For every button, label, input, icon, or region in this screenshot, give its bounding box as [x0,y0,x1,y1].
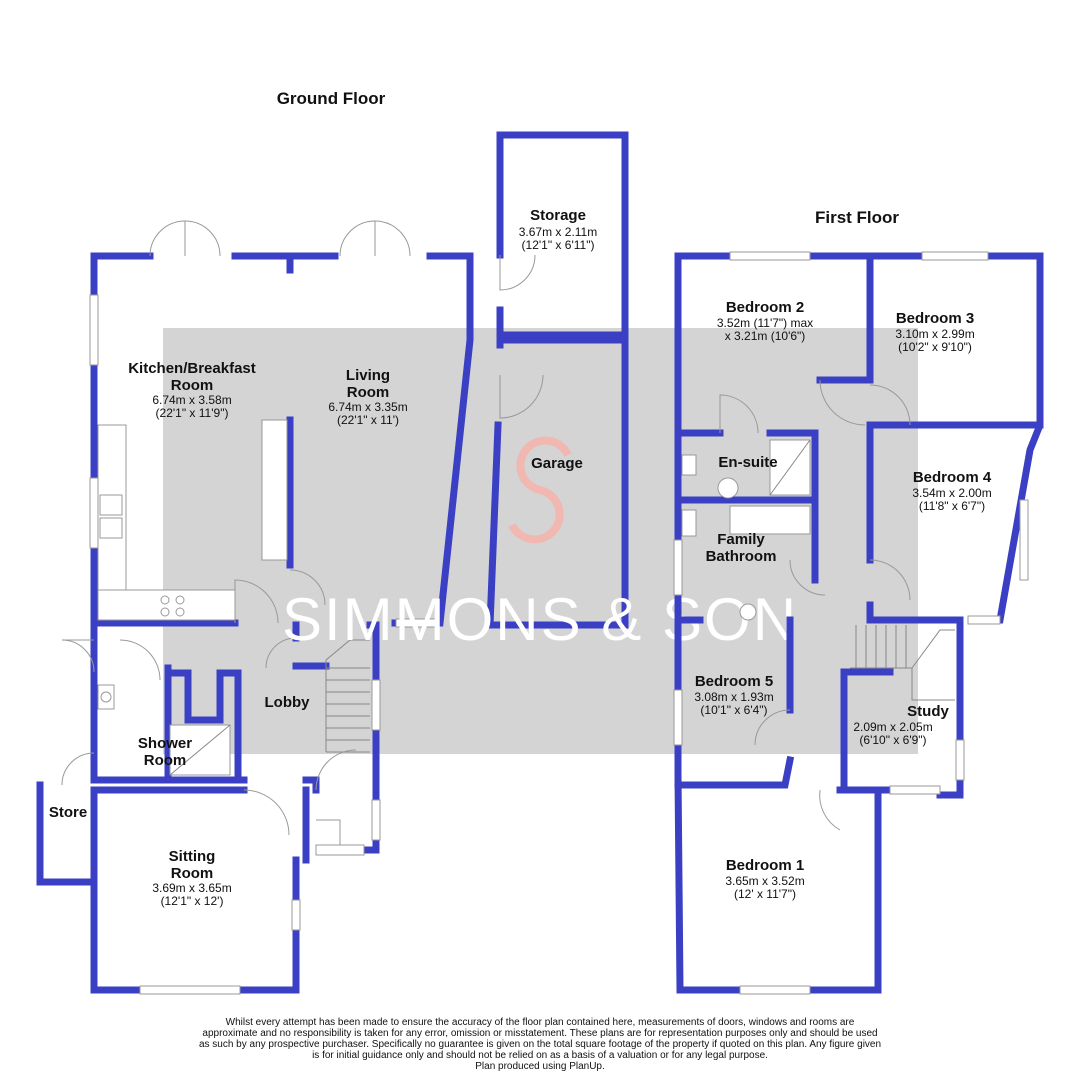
ground-floor-fixtures [61,220,572,995]
room-living-dim1: 6.74m x 3.35m [328,400,407,414]
room-bedroom3-name: Bedroom 3 [896,310,974,327]
room-bedroom3-dim2: (10'2" x 9'10") [898,340,972,354]
room-storage-dim1: 3.67m x 2.11m [519,225,597,239]
ground-floor-heading: Ground Floor [277,89,386,108]
room-kitchen-name2: Room [171,377,214,394]
first-floor-heading: First Floor [815,208,899,227]
room-shower-name: Shower [138,735,192,752]
room-bedroom3-dim1: 3.10m x 2.99m [895,327,974,341]
room-lobby-name: Lobby [265,694,311,711]
room-store-name: Store [49,804,87,821]
room-storage-name: Storage [530,207,586,224]
room-bedroom1-dim2: (12' x 11'7") [734,887,796,901]
disclaimer-line: Whilst every attempt has been made to en… [225,1017,855,1028]
room-ensuite-name: En-suite [718,454,777,471]
room-sitting-dim2: (12'1" x 12') [161,894,224,908]
first-floor-fixtures [673,251,1029,995]
room-bedroom4-name: Bedroom 4 [913,469,992,486]
room-bedroom1-dim1: 3.65m x 3.52m [725,874,804,888]
room-living-dim2: (22'1" x 11') [337,413,399,427]
room-bedroom5-dim2: (10'1" x 6'4") [700,703,767,717]
first-floor-labels: Bedroom 2 3.52m (11'7") max x 3.21m (10'… [694,299,992,901]
room-shower-name2: Room [144,752,187,769]
room-sitting-name: Sitting [169,848,216,865]
room-living-name: Living [346,367,390,384]
room-kitchen-dim1: 6.74m x 3.58m [152,393,231,407]
room-bedroom5-dim1: 3.08m x 1.93m [694,690,773,704]
room-bedroom2-dim2: x 3.21m (10'6") [725,329,806,343]
disclaimer-line: as such by any prospective purchaser. Sp… [198,1039,882,1050]
logo-mark [508,436,572,544]
room-family-bathroom-name: Family [717,531,765,548]
room-bedroom1-name: Bedroom 1 [726,857,804,874]
disclaimer-line: Plan produced using PlanUp. [475,1061,605,1072]
watermark-text: SIMMONS & SON [282,586,798,653]
ground-floor-walls [36,131,629,994]
room-study-name: Study [907,703,949,720]
room-sitting-dim1: 3.69m x 3.65m [152,881,231,895]
room-study-dim2: (6'10" x 6'9") [859,733,926,747]
room-bedroom4-dim1: 3.54m x 2.00m [912,486,991,500]
room-sitting-name2: Room [171,865,214,882]
room-study-dim1: 2.09m x 2.05m [853,720,932,734]
disclaimer-line: approximate and no responsibility is tak… [202,1028,878,1039]
ground-floor-labels: Storage 3.67m x 2.11m (12'1" x 6'11") Ki… [49,207,597,908]
room-bedroom2-dim1: 3.52m (11'7") max [717,316,813,330]
first-floor-walls [674,252,1044,994]
room-kitchen-dim2: (22'1" x 11'9") [156,406,229,420]
room-bedroom2-name: Bedroom 2 [726,299,804,316]
room-living-name2: Room [347,384,390,401]
disclaimer-line: is for initial guidance only and should … [312,1050,768,1061]
room-storage-dim2: (12'1" x 6'11") [522,238,595,252]
room-kitchen-name: Kitchen/Breakfast [128,360,256,377]
room-garage-name: Garage [531,455,583,472]
disclaimer: Whilst every attempt has been made to en… [150,1017,930,1072]
room-bedroom5-name: Bedroom 5 [695,673,773,690]
room-bedroom4-dim2: (11'8" x 6'7") [919,499,985,513]
room-family-bathroom-name2: Bathroom [706,548,777,565]
